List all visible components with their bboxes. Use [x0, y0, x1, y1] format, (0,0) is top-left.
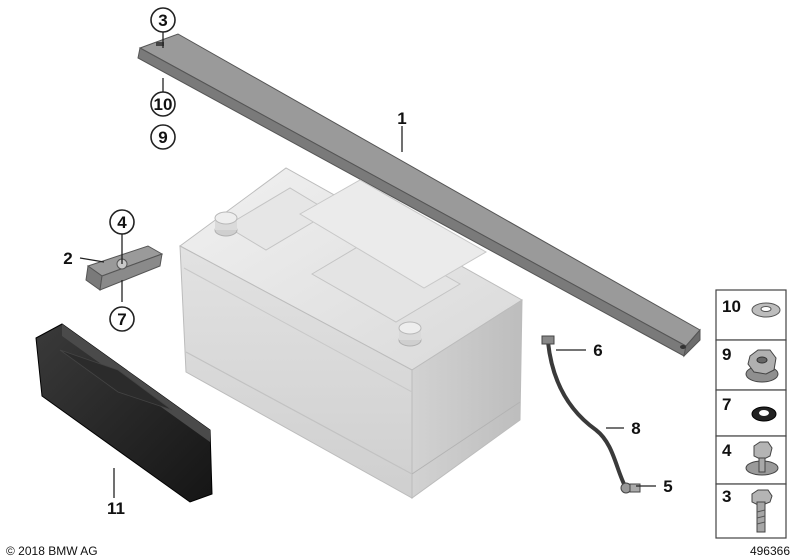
- callout-3-top: 3: [150, 7, 176, 33]
- callout-2: 2: [63, 249, 72, 268]
- legend-label-7: 7: [722, 395, 731, 414]
- svg-text:11: 11: [107, 499, 125, 518]
- image-number: 496366: [749, 544, 790, 558]
- svg-text:3: 3: [158, 11, 167, 30]
- callout-11: 11: [107, 499, 125, 518]
- collar-bolt-icon: [745, 441, 779, 476]
- battery: [179, 167, 523, 499]
- washer-icon: [751, 302, 781, 318]
- grommet-icon: [751, 406, 777, 422]
- svg-text:9: 9: [158, 128, 167, 147]
- holding-strap: [137, 33, 701, 358]
- callout-8: 8: [631, 419, 640, 438]
- callout-1: 1: [397, 109, 406, 128]
- svg-text:10: 10: [154, 95, 173, 114]
- svg-text:6: 6: [593, 341, 602, 360]
- hex-bolt-icon: [751, 489, 773, 533]
- callout-7: 7: [109, 306, 135, 332]
- callout-5: 5: [663, 477, 672, 496]
- svg-text:2: 2: [63, 249, 72, 268]
- svg-text:5: 5: [663, 477, 672, 496]
- legend-label-3: 3: [722, 487, 731, 506]
- legend-label-4: 4: [722, 441, 732, 460]
- svg-text:8: 8: [631, 419, 640, 438]
- callout-10: 10: [150, 91, 176, 117]
- small-parts-legend: 10 9 7 4 3: [715, 289, 787, 539]
- legend-label-9: 9: [722, 345, 731, 364]
- legend-label-10: 10: [722, 297, 741, 316]
- copyright-text: © 2018 BMW AG: [6, 544, 98, 558]
- callout-6: 6: [593, 341, 602, 360]
- callout-4: 4: [109, 209, 135, 235]
- hex-nut-icon: [745, 349, 779, 383]
- battery-cover: [35, 323, 213, 503]
- ground-cable: [541, 335, 641, 494]
- svg-text:1: 1: [397, 109, 406, 128]
- bracket: [85, 245, 164, 291]
- callout-9: 9: [150, 124, 176, 150]
- svg-text:4: 4: [117, 213, 127, 232]
- svg-text:7: 7: [117, 310, 126, 329]
